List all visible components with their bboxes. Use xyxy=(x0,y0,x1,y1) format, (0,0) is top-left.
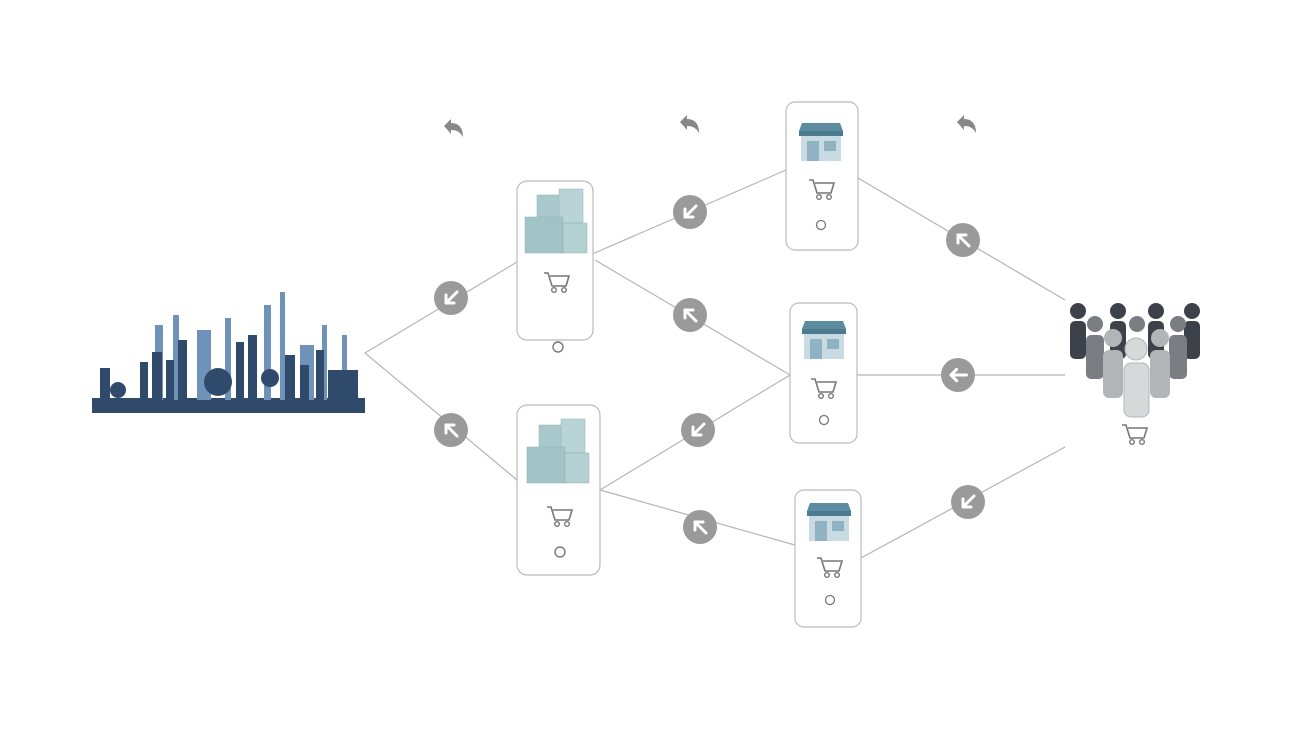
cart-icon xyxy=(1121,424,1148,446)
undo-icons xyxy=(444,115,976,137)
store-icon xyxy=(799,123,843,161)
retailer-phone-1 xyxy=(785,101,859,251)
home-button-icon xyxy=(552,341,564,353)
arrow-badge-icon xyxy=(681,508,719,546)
arrow-badge-icon xyxy=(671,193,709,231)
arrow-badge-icon xyxy=(944,221,982,259)
arrow-badge-icon xyxy=(432,411,470,449)
store-icon xyxy=(807,503,851,541)
arrow-badge-icon xyxy=(671,296,709,334)
factory-icon xyxy=(92,292,365,413)
undo-icon xyxy=(957,115,976,133)
retailer-phone-3 xyxy=(794,489,862,628)
undo-icon xyxy=(680,115,699,133)
home-button-icon xyxy=(554,546,566,558)
arrow-badge-icon xyxy=(932,349,984,401)
home-button-icon xyxy=(824,594,836,606)
distributor-phone-top xyxy=(516,180,594,353)
retailer-phone-2 xyxy=(789,302,858,444)
arrow-badge-icon xyxy=(949,483,987,521)
distributor-phone-bottom xyxy=(516,404,601,576)
crowd-icon xyxy=(1070,303,1200,418)
home-button-icon xyxy=(818,414,830,426)
arrow-badge-icon xyxy=(432,279,470,317)
store-icon xyxy=(802,321,846,359)
home-button-icon xyxy=(815,219,827,231)
undo-icon xyxy=(444,119,463,137)
arrow-badge-icon xyxy=(679,411,717,449)
